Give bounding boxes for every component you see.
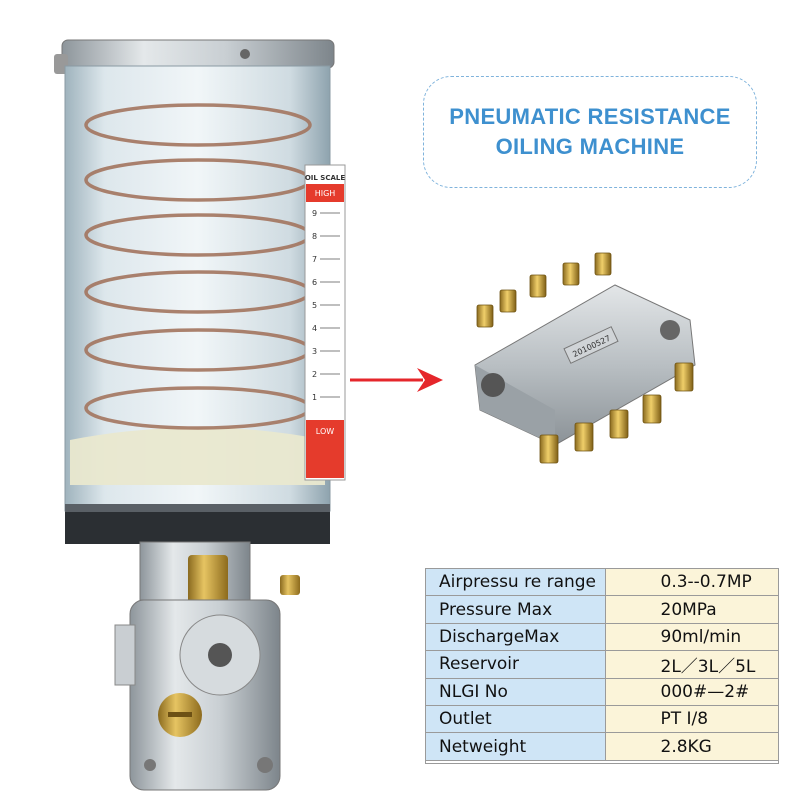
oil-scale-mark: 7 [312, 255, 317, 264]
oil-scale-mark: 5 [312, 301, 317, 310]
spec-value: 90ml/min [605, 623, 779, 652]
spec-label: Airpressu re range [425, 567, 606, 597]
spec-value: PT I/8 [605, 705, 779, 734]
spec-value: 2.8KG [605, 732, 779, 761]
oil-scale-low: LOW [316, 427, 334, 436]
spec-label: DischargeMax [425, 623, 606, 652]
spec-value: 20MPa [605, 595, 779, 624]
spec-label: Netweight [425, 732, 606, 761]
distribution-valve-photo: 20100527 [474, 252, 696, 464]
oil-scale-mark: 1 [312, 393, 317, 402]
spec-value: 2L／3L／5L [605, 650, 779, 679]
oil-scale-mark: 4 [312, 324, 317, 333]
oil-scale-mark: 8 [312, 232, 317, 241]
oil-scale-title: OIL SCALE [305, 174, 346, 182]
product-title-box: PNEUMATIC RESISTANCE OILING MACHINE [423, 76, 757, 188]
red-arrow-icon [350, 368, 443, 392]
oil-scale-mark: 6 [312, 278, 317, 287]
spec-label: Outlet [425, 705, 606, 734]
product-title-line-2: OILING MACHINE [495, 134, 685, 159]
oil-scale-mark: 9 [312, 209, 317, 218]
spec-label: NLGI No [425, 678, 606, 706]
spec-value: 0.3--0.7MP [605, 567, 779, 597]
lubrication-pump-photo: OIL SCALE HIGH 9 8 7 6 5 4 3 2 1 LOW [54, 39, 346, 791]
spec-label: Pressure Max [425, 595, 606, 624]
oil-scale-mark: 3 [312, 347, 317, 356]
spec-value: 000#—2# [605, 678, 779, 706]
spec-label: Reservoir [425, 650, 606, 679]
oil-scale-high: HIGH [315, 189, 336, 198]
product-title-line-1: PNEUMATIC RESISTANCE [449, 104, 731, 129]
oil-scale-mark: 2 [312, 370, 317, 379]
